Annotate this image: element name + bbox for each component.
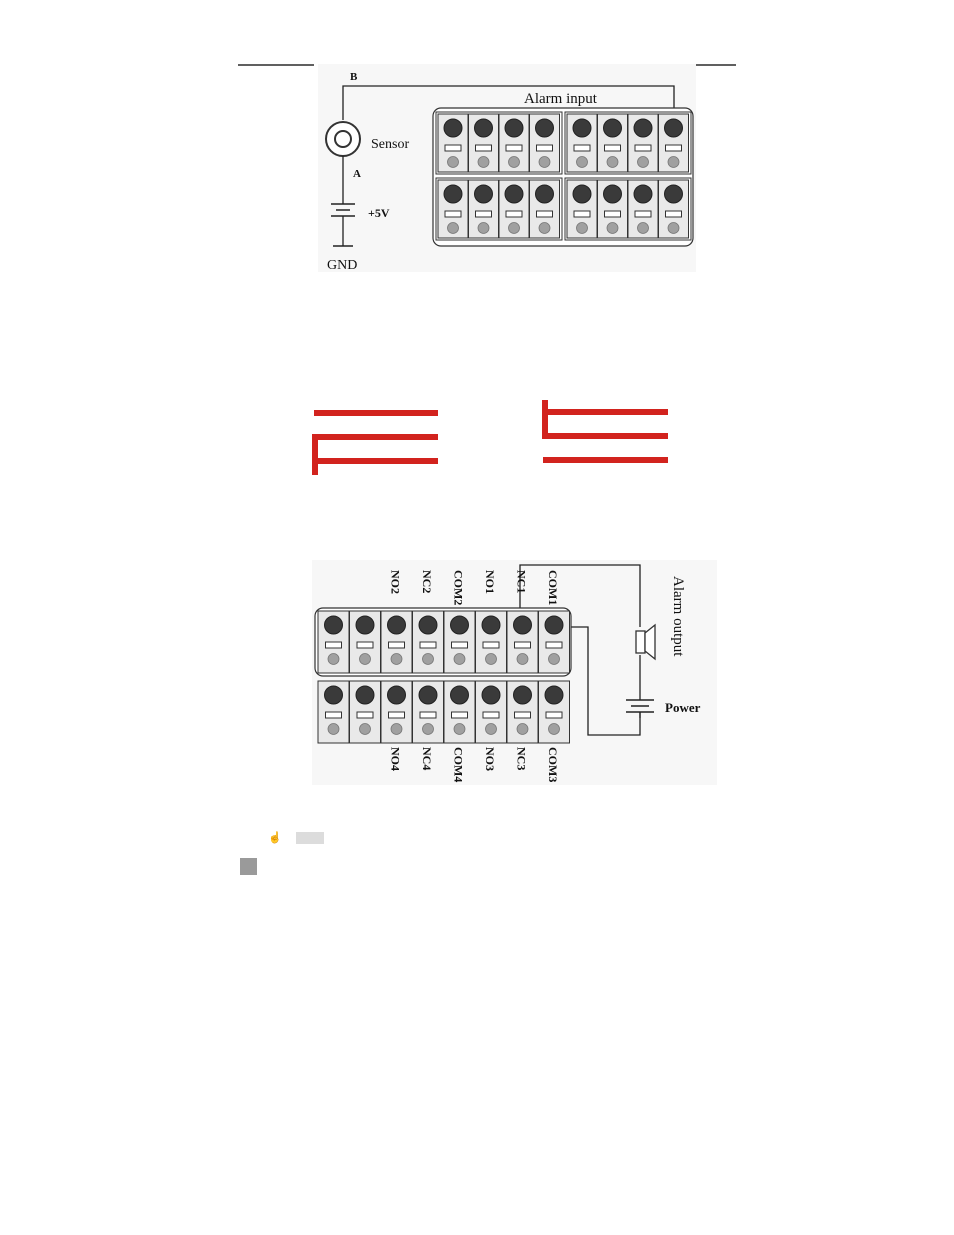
- alarm-output-terminal: [318, 681, 349, 743]
- alarm-input-terminal: [530, 180, 560, 238]
- alarm-input-label: Alarm input: [524, 91, 598, 107]
- alarm-output-terminal: [507, 611, 538, 673]
- alarm-input-diagram: B Sensor A +5V GND Alarm input: [318, 64, 696, 273]
- terminal-label: NO2: [389, 570, 403, 594]
- red-line-diagram-right: [543, 400, 668, 460]
- terminal-label: COM2: [452, 570, 466, 605]
- alarm-input-terminal: [659, 114, 689, 172]
- alarm-input-terminal: [438, 114, 468, 172]
- alarm-output-terminal: [476, 681, 507, 743]
- alarm-output-terminal: [507, 681, 538, 743]
- alarm-input-terminal: [499, 114, 529, 172]
- alarm-output-terminal: [444, 681, 475, 743]
- terminal-label: NO1: [483, 570, 497, 594]
- terminal-label: COM3: [546, 747, 560, 782]
- alarm-input-terminal: [438, 180, 468, 238]
- terminal-label: COM1: [546, 570, 560, 605]
- power-label: Power: [665, 700, 701, 715]
- ground-label: GND: [327, 258, 357, 273]
- gray-highlight-chip: [296, 832, 324, 844]
- sensor-label: Sensor: [371, 137, 409, 152]
- alarm-output-terminal: [413, 611, 444, 673]
- alarm-output-terminal: [444, 611, 475, 673]
- alarm-output-terminal: [381, 611, 412, 673]
- terminal-label: NC2: [420, 570, 434, 593]
- alarm-input-terminal: [567, 180, 597, 238]
- hand-pointer-icon: ☝: [268, 832, 280, 844]
- alarm-output-label: Alarm output: [670, 576, 686, 657]
- alarm-input-terminal: [598, 114, 628, 172]
- alarm-output-terminal: [413, 681, 444, 743]
- alarm-input-terminal: [499, 180, 529, 238]
- terminal-label: NC3: [515, 747, 529, 770]
- gray-square-marker: [240, 858, 257, 875]
- terminal-label: NC4: [420, 747, 434, 770]
- point-a-label: A: [353, 168, 361, 180]
- alarm-input-terminal: [628, 114, 658, 172]
- red-line-diagram-left: [314, 413, 438, 475]
- alarm-input-terminal: [530, 114, 560, 172]
- terminal-label: NO4: [389, 747, 403, 771]
- alarm-output-terminal: [539, 681, 570, 743]
- point-b-label: B: [350, 71, 358, 83]
- alarm-output-terminal: [350, 681, 381, 743]
- alarm-output-terminal: [318, 611, 349, 673]
- voltage-label: +5V: [368, 206, 390, 220]
- alarm-input-terminal: [598, 180, 628, 238]
- alarm-input-terminal: [469, 180, 499, 238]
- alarm-input-terminal: [628, 180, 658, 238]
- terminal-label: COM4: [452, 747, 466, 782]
- terminal-label: NO3: [483, 747, 497, 771]
- alarm-input-terminal: [469, 114, 499, 172]
- alarm-output-terminal: [539, 611, 570, 673]
- alarm-output-terminal: [476, 611, 507, 673]
- alarm-input-terminal: [567, 114, 597, 172]
- alarm-output-terminal: [381, 681, 412, 743]
- alarm-input-terminal: [659, 180, 689, 238]
- terminal-label: NC1: [515, 570, 529, 593]
- alarm-output-terminal: [350, 611, 381, 673]
